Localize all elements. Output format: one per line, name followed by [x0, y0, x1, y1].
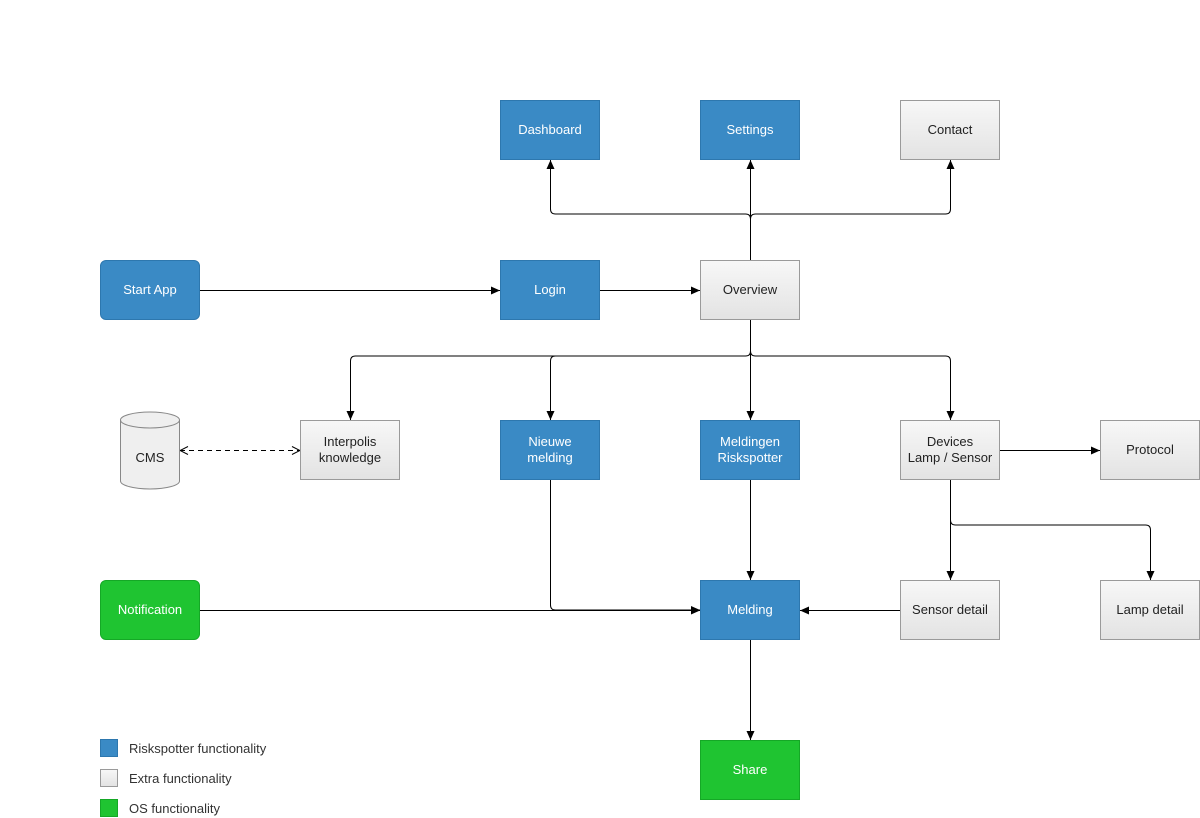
node-lamp-detail[interactable]: Lamp detail	[1100, 580, 1200, 640]
node-start-app[interactable]: Start App	[100, 260, 200, 320]
cms-database-icon	[120, 411, 180, 490]
node-nieuwe-melding[interactable]: Nieuwe melding	[500, 420, 600, 480]
legend-label-os: OS functionality	[129, 800, 221, 816]
node-sensor-detail[interactable]: Sensor detail	[900, 580, 1000, 640]
legend-item-riskspotter: Riskspotter functionality	[100, 738, 266, 758]
node-melding[interactable]: Melding	[700, 580, 800, 640]
node-settings[interactable]: Settings	[700, 100, 800, 160]
node-devices[interactable]: Devices Lamp / Sensor	[900, 420, 1000, 480]
node-interpolis-knowledge[interactable]: Interpolis knowledge	[300, 420, 400, 480]
node-share[interactable]: Share	[700, 740, 800, 800]
node-overview[interactable]: Overview	[700, 260, 800, 320]
legend-swatch-os	[100, 799, 118, 817]
legend-item-os: OS functionality	[100, 798, 220, 818]
connector-overview-contact	[750, 160, 955, 220]
connector-devices-lamp	[950, 519, 1155, 580]
legend-swatch-extra	[100, 769, 118, 787]
node-protocol[interactable]: Protocol	[1100, 420, 1200, 480]
connector-nieuwe-melding	[550, 480, 700, 614]
node-meldingen-riskspotter[interactable]: Meldingen Riskspotter	[700, 420, 800, 480]
legend-label-riskspotter: Riskspotter functionality	[129, 740, 267, 756]
connector-overview-devices	[750, 350, 955, 420]
node-dashboard[interactable]: Dashboard	[500, 100, 600, 160]
node-contact[interactable]: Contact	[900, 100, 1000, 160]
node-login[interactable]: Login	[500, 260, 600, 320]
connector-overview-dashboard	[546, 160, 751, 260]
connector-overview-nieuwe	[546, 355, 556, 420]
legend-swatch-riskspotter	[100, 739, 118, 757]
node-notification[interactable]: Notification	[100, 580, 200, 640]
legend-item-extra: Extra functionality	[100, 768, 232, 788]
legend-label-extra: Extra functionality	[129, 770, 232, 786]
node-cms[interactable]: CMS	[135, 449, 165, 465]
